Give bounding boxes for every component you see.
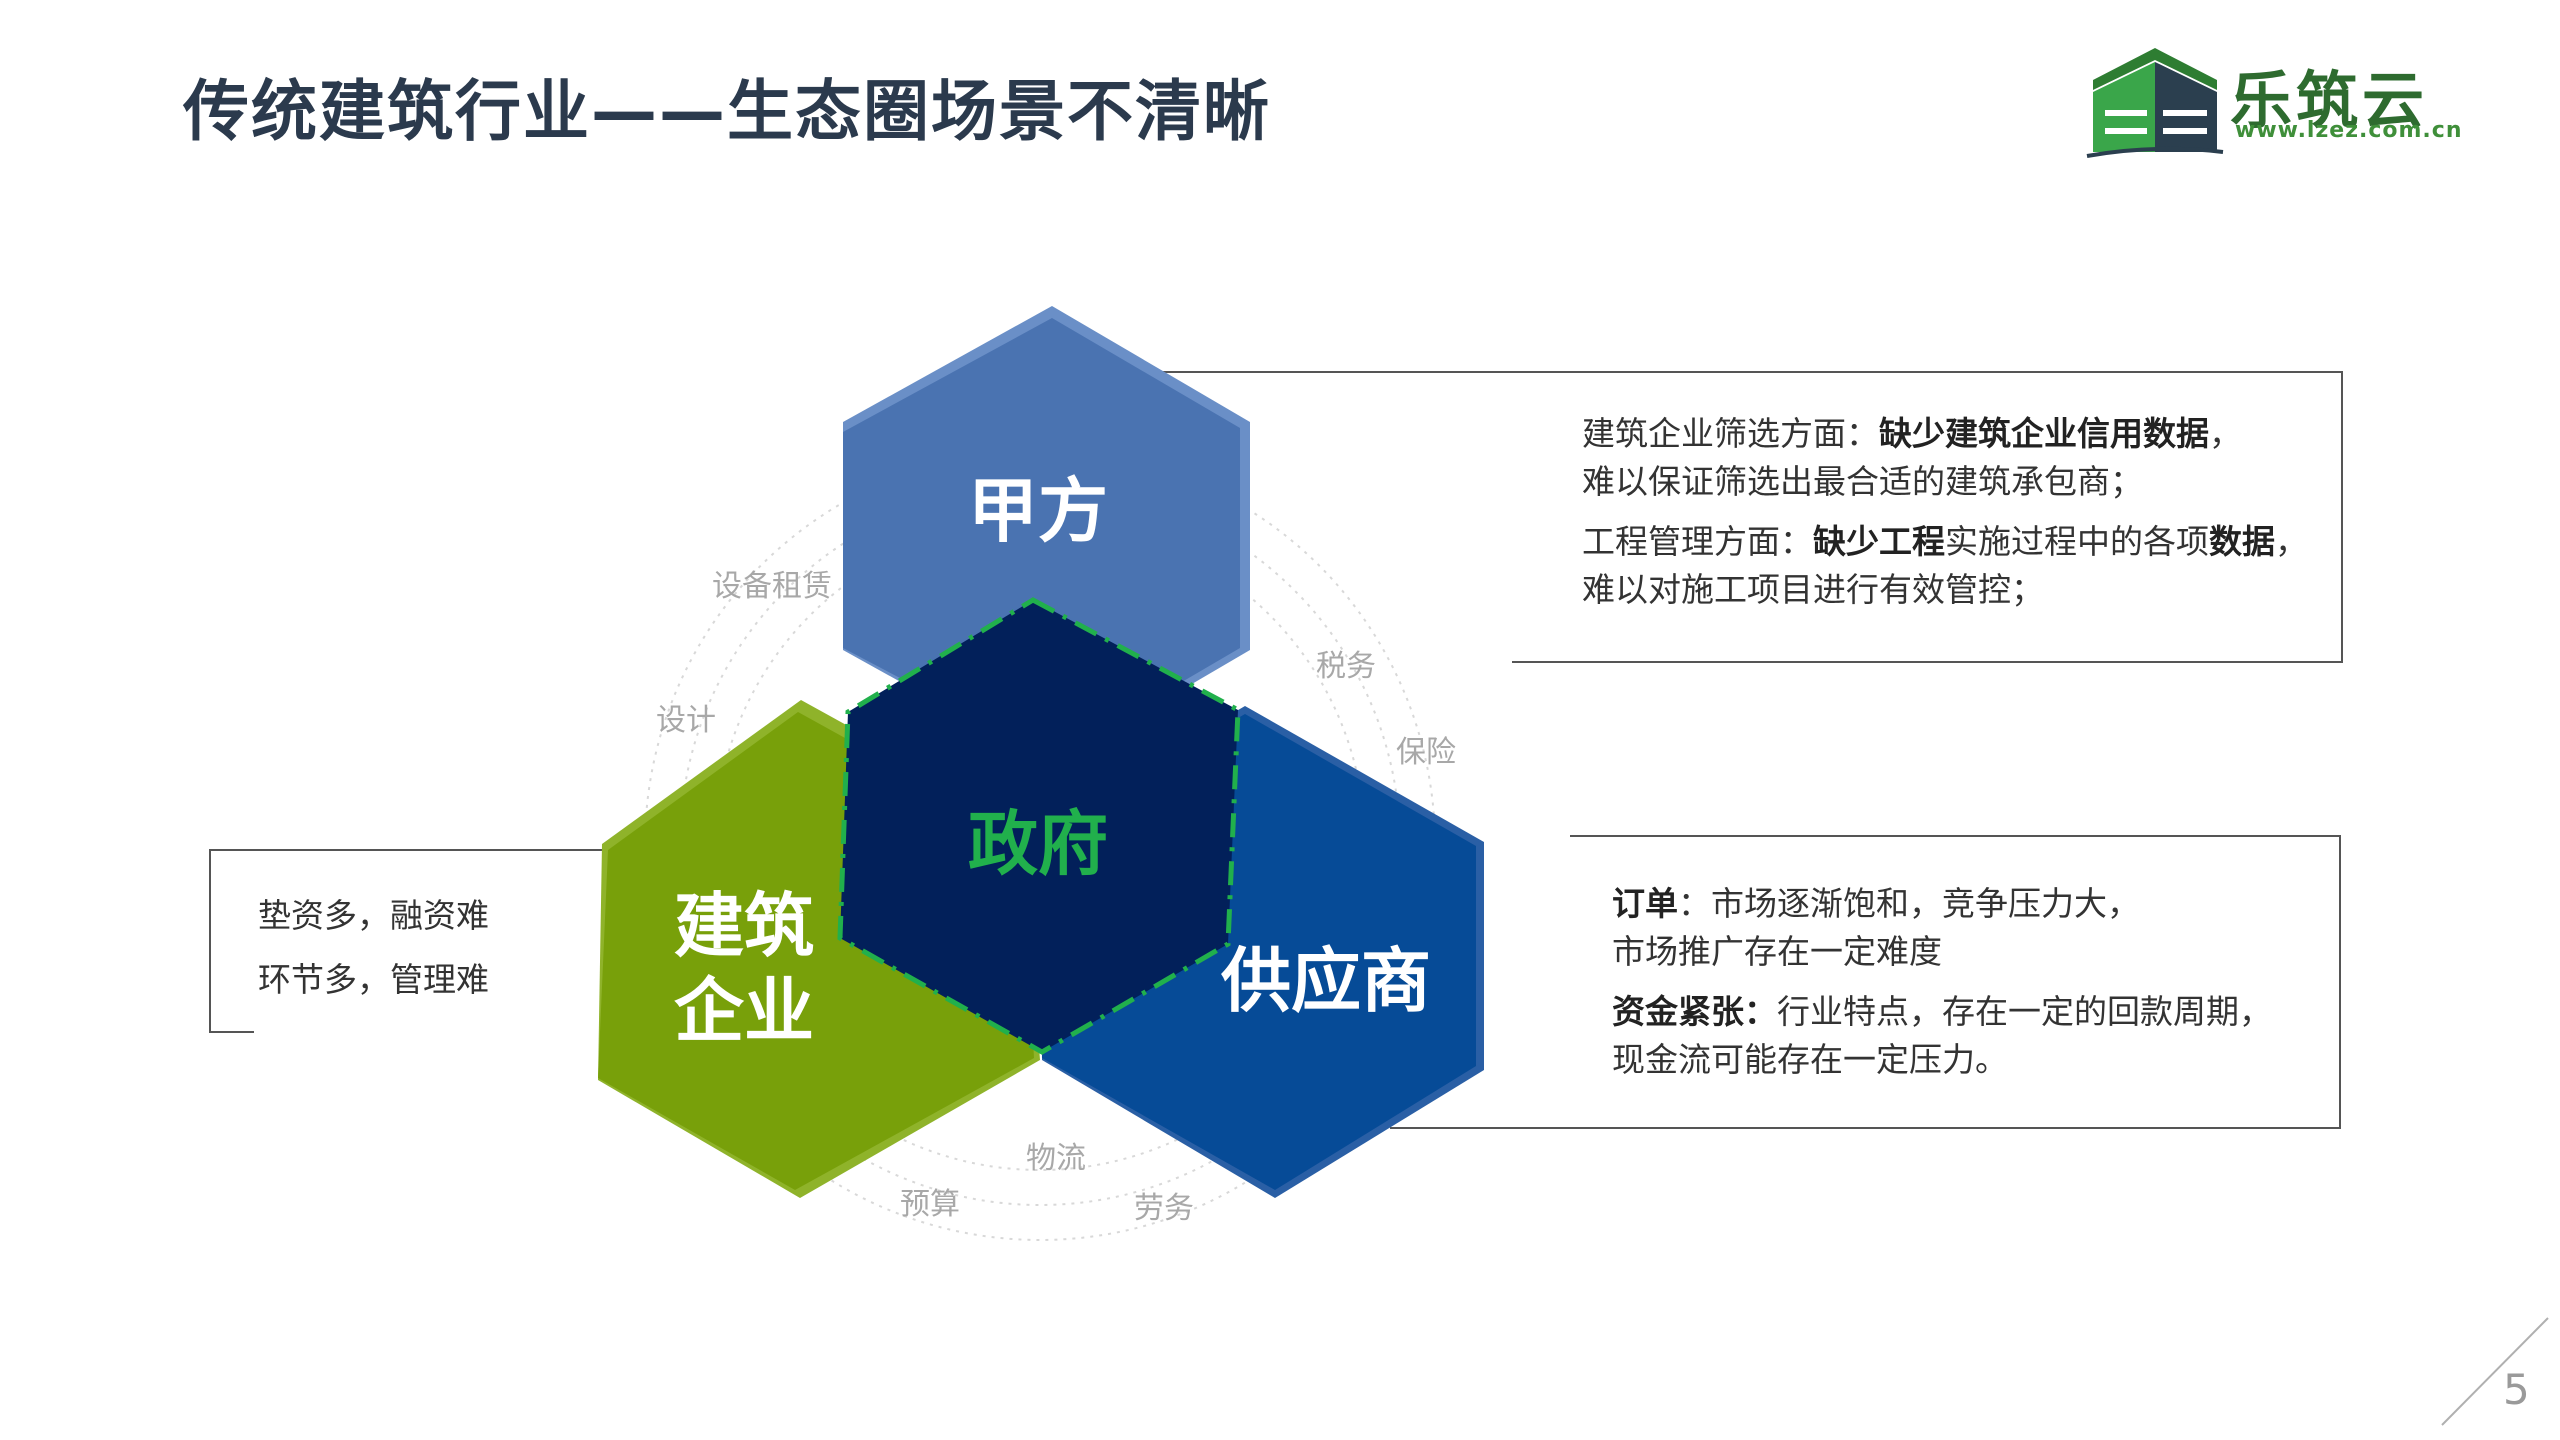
label-center: 政府 xyxy=(968,803,1108,885)
bottom-right-paragraph-1: 订单：市场逐渐饱和，竞争压力大， 市场推广存在一定难度 xyxy=(1612,884,2140,971)
top-right-panel: 建筑企业筛选方面：缺少建筑企业信用数据， 难以保证筛选出最合适的建筑承包商； 工… xyxy=(1582,410,2308,626)
ring-label-insurance: 保险 xyxy=(1396,735,1456,770)
bottom-right-panel: 订单：市场逐渐饱和，竞争压力大， 市场推广存在一定难度 资金紧张：行业特点，存在… xyxy=(1612,880,2272,1096)
label-jianzhu-line2: 企业 xyxy=(674,970,814,1052)
ring-label-tax: 税务 xyxy=(1316,649,1376,684)
page-title: 传统建筑行业——生态圈场景不清晰 xyxy=(183,73,1271,150)
callout-frames xyxy=(209,371,2343,1129)
label-jiafang: 甲方 xyxy=(968,470,1108,552)
logo-name: 乐筑云 xyxy=(2230,64,2429,137)
ring-label-logistics: 物流 xyxy=(1026,1141,1086,1176)
left-panel: 垫资多，融资难 环节多，管理难 xyxy=(258,884,489,1012)
ring-label-labor: 劳务 xyxy=(1134,1191,1194,1226)
ring-label-equipment: 设备租赁 xyxy=(712,569,832,604)
bottom-right-paragraph-2: 资金紧张：行业特点，存在一定的回款周期， 现金流可能存在一定压力。 xyxy=(1612,992,2272,1079)
logo-url: www.lzez.com.cn xyxy=(2235,118,2463,143)
ring-label-design: 设计 xyxy=(656,703,716,738)
left-panel-line1: 垫资多，融资难 xyxy=(258,896,489,935)
left-frame xyxy=(209,849,602,1033)
page-number-slash xyxy=(2441,1317,2549,1426)
bottom-right-frame xyxy=(1390,835,2341,1129)
top-right-frame xyxy=(1160,371,2343,663)
label-jianzhu-line1: 建筑 xyxy=(674,885,814,967)
top-right-paragraph-1: 建筑企业筛选方面：缺少建筑企业信用数据， 难以保证筛选出最合适的建筑承包商； xyxy=(1582,414,2242,501)
hexagon-center xyxy=(837,597,1241,1055)
left-panel-line2: 环节多，管理难 xyxy=(258,960,489,999)
building-logo-icon xyxy=(2086,48,2224,158)
ring-label-budget: 预算 xyxy=(900,1187,960,1222)
label-supplier: 供应商 xyxy=(1221,940,1431,1022)
page-number: 5 xyxy=(2503,1365,2530,1414)
top-right-paragraph-2: 工程管理方面：缺少工程实施过程中的各项数据， 难以对施工项目进行有效管控； xyxy=(1582,522,2308,609)
brand-logo: 乐筑云 www.lzez.com.cn xyxy=(2085,40,2485,160)
